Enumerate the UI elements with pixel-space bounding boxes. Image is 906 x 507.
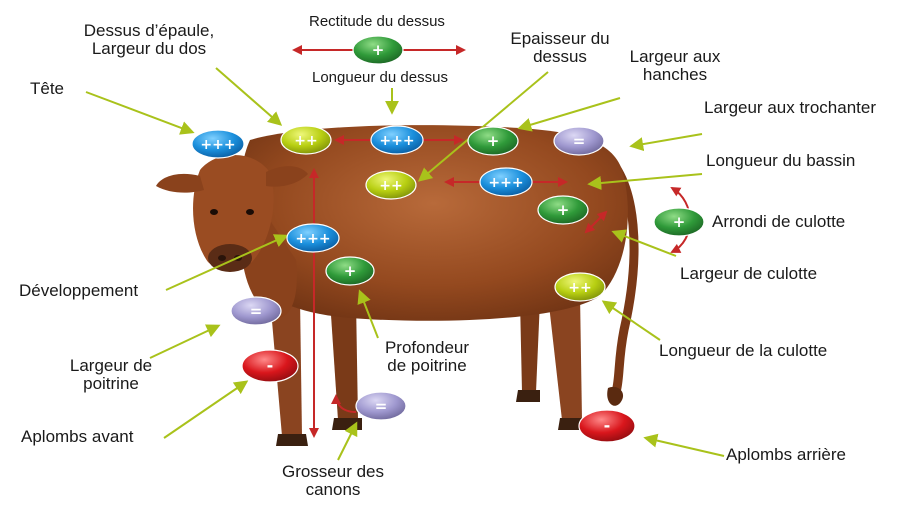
badge-canons: =	[356, 392, 406, 420]
label-profondeur: Profondeur de poitrine	[372, 339, 482, 376]
badge-arrondi: +	[654, 208, 704, 236]
label-canons-line2: canons	[268, 481, 398, 499]
label-developpement: Développement	[19, 282, 138, 300]
badge-profondeur-text: +	[344, 262, 357, 280]
badge-largeur-poitrine: =	[231, 297, 281, 325]
label-aplombs-arriere: Aplombs arrière	[726, 446, 846, 464]
badge-developpement-text: +++	[295, 231, 330, 247]
badge-longueur-dessus: +++	[371, 126, 423, 154]
label-largeur-poitrine-line2: poitrine	[56, 375, 166, 393]
label-profondeur-line1: Profondeur	[372, 339, 482, 357]
label-largeur-culotte: Largeur de culotte	[680, 265, 817, 283]
badge-longueur-culotte: ++	[555, 273, 605, 301]
label-canons-line1: Grosseur des	[268, 463, 398, 481]
label-tete: Tête	[30, 80, 64, 98]
badge-dessus-epaule: ++	[281, 126, 331, 154]
label-largeur-poitrine: Largeur de poitrine	[56, 357, 166, 394]
label-longueur-culotte: Longueur de la culotte	[659, 342, 827, 360]
label-epaisseur-line2: dessus	[500, 48, 620, 66]
badge-bassin: +++	[480, 168, 532, 196]
badge-largeur-poitrine-text: =	[250, 302, 263, 320]
badge-arrondi-text: +	[673, 213, 686, 231]
badge-trochanter-text: =	[573, 132, 586, 150]
label-arrondi: Arrondi de culotte	[712, 213, 845, 231]
badge-aplombs-avant-text: -	[267, 356, 274, 375]
label-epaisseur-line1: Epaisseur du	[500, 30, 620, 48]
label-hanches-line1: Largeur aux	[620, 48, 730, 66]
badge-trochanter: =	[554, 127, 604, 155]
badge-dessus-epaule-text: ++	[294, 133, 317, 149]
badge-longueur-culotte-text: ++	[568, 280, 591, 296]
badge-aplombs-avant: -	[242, 350, 298, 382]
badge-aplombs-arriere: -	[579, 410, 635, 442]
badge-epaisseur-text: ++	[379, 178, 402, 194]
badge-rectitude: +	[353, 36, 403, 64]
badge-hanches-text: +	[487, 132, 500, 150]
label-longueur-dessus: Longueur du dessus	[312, 70, 448, 86]
badge-longueur-dessus-text: +++	[379, 133, 414, 149]
label-dessus-epaule: Dessus d’épaule, Largeur du dos	[64, 22, 234, 59]
label-hanches: Largeur aux hanches	[620, 48, 730, 85]
badge-culotte-largeur: +	[538, 196, 588, 224]
label-bassin: Longueur du bassin	[706, 152, 855, 170]
label-profondeur-line2: de poitrine	[372, 357, 482, 375]
badge-developpement: +++	[287, 224, 339, 252]
label-aplombs-avant: Aplombs avant	[21, 428, 133, 446]
badge-aplombs-arriere-text: -	[604, 416, 611, 435]
badge-canons-text: =	[375, 397, 388, 415]
badge-culotte-largeur-text: +	[557, 201, 570, 219]
badge-epaisseur: ++	[366, 171, 416, 199]
label-largeur-poitrine-line1: Largeur de	[56, 357, 166, 375]
label-epaisseur: Epaisseur du dessus	[500, 30, 620, 67]
label-trochanter: Largeur aux trochanter	[704, 99, 876, 117]
label-hanches-line2: hanches	[620, 66, 730, 84]
label-dessus-epaule-line1: Dessus d’épaule,	[64, 22, 234, 40]
badge-tete: +++	[192, 130, 244, 158]
badge-hanches: +	[468, 127, 518, 155]
label-canons: Grosseur des canons	[268, 463, 398, 500]
label-dessus-epaule-line2: Largeur du dos	[64, 40, 234, 58]
badge-profondeur: +	[326, 257, 374, 285]
badge-bassin-text: +++	[488, 175, 523, 191]
badge-tete-text: +++	[200, 137, 235, 153]
badge-rectitude-text: +	[372, 41, 385, 59]
label-rectitude: Rectitude du dessus	[309, 14, 445, 30]
